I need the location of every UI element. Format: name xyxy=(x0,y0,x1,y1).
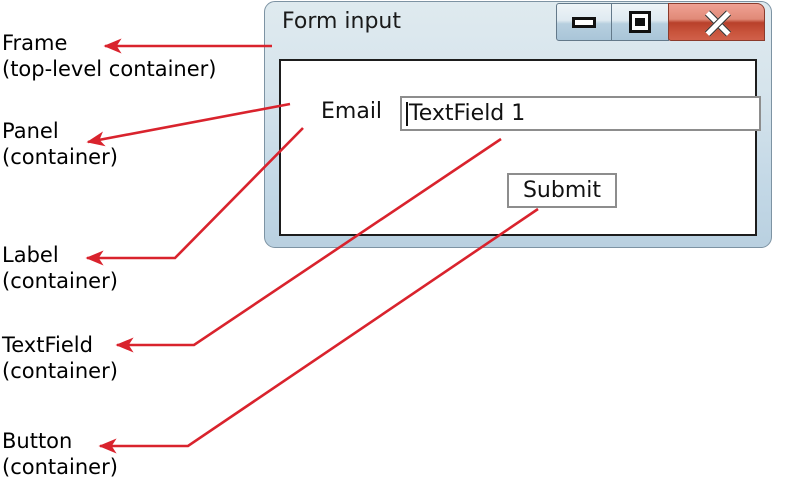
annotation-frame-subtitle: (top-level container) xyxy=(2,57,217,81)
annotation-panel-subtitle: (container) xyxy=(2,145,118,169)
close-icon xyxy=(702,7,732,37)
minimize-icon xyxy=(572,16,596,28)
annotation-frame-title: Frame xyxy=(2,31,68,55)
annotation-textfield: TextField (container) xyxy=(2,332,118,384)
annotation-button: Button (container) xyxy=(2,428,118,480)
annotation-button-title: Button xyxy=(2,429,73,453)
annotation-panel: Panel (container) xyxy=(2,118,118,170)
submit-button[interactable]: Submit xyxy=(507,173,617,208)
text-caret xyxy=(406,101,408,126)
annotation-textfield-title: TextField xyxy=(2,333,93,357)
annotation-button-subtitle: (container) xyxy=(2,455,118,479)
minimize-button[interactable] xyxy=(556,3,612,41)
email-label: Email xyxy=(321,99,383,124)
window-titlebar[interactable]: Form input xyxy=(265,2,771,50)
maximize-icon-inner xyxy=(635,18,645,26)
frame-window[interactable]: Form input Email TextField 1 Submit xyxy=(264,1,772,248)
form-panel: Email TextField 1 Submit xyxy=(279,59,761,236)
maximize-icon xyxy=(629,11,651,33)
window-title: Form input xyxy=(282,9,402,34)
annotation-textfield-subtitle: (container) xyxy=(2,359,118,383)
annotation-label-subtitle: (container) xyxy=(2,269,118,293)
arrow-panel xyxy=(86,102,291,147)
annotation-label: Label (container) xyxy=(2,242,118,294)
annotation-frame: Frame (top-level container) xyxy=(2,30,217,82)
annotation-panel-title: Panel xyxy=(2,119,59,143)
email-field-value: TextField 1 xyxy=(409,101,526,126)
email-field[interactable]: TextField 1 xyxy=(400,96,761,131)
annotation-label-title: Label xyxy=(2,243,59,267)
close-button[interactable] xyxy=(668,3,765,41)
maximize-button[interactable] xyxy=(611,3,669,41)
